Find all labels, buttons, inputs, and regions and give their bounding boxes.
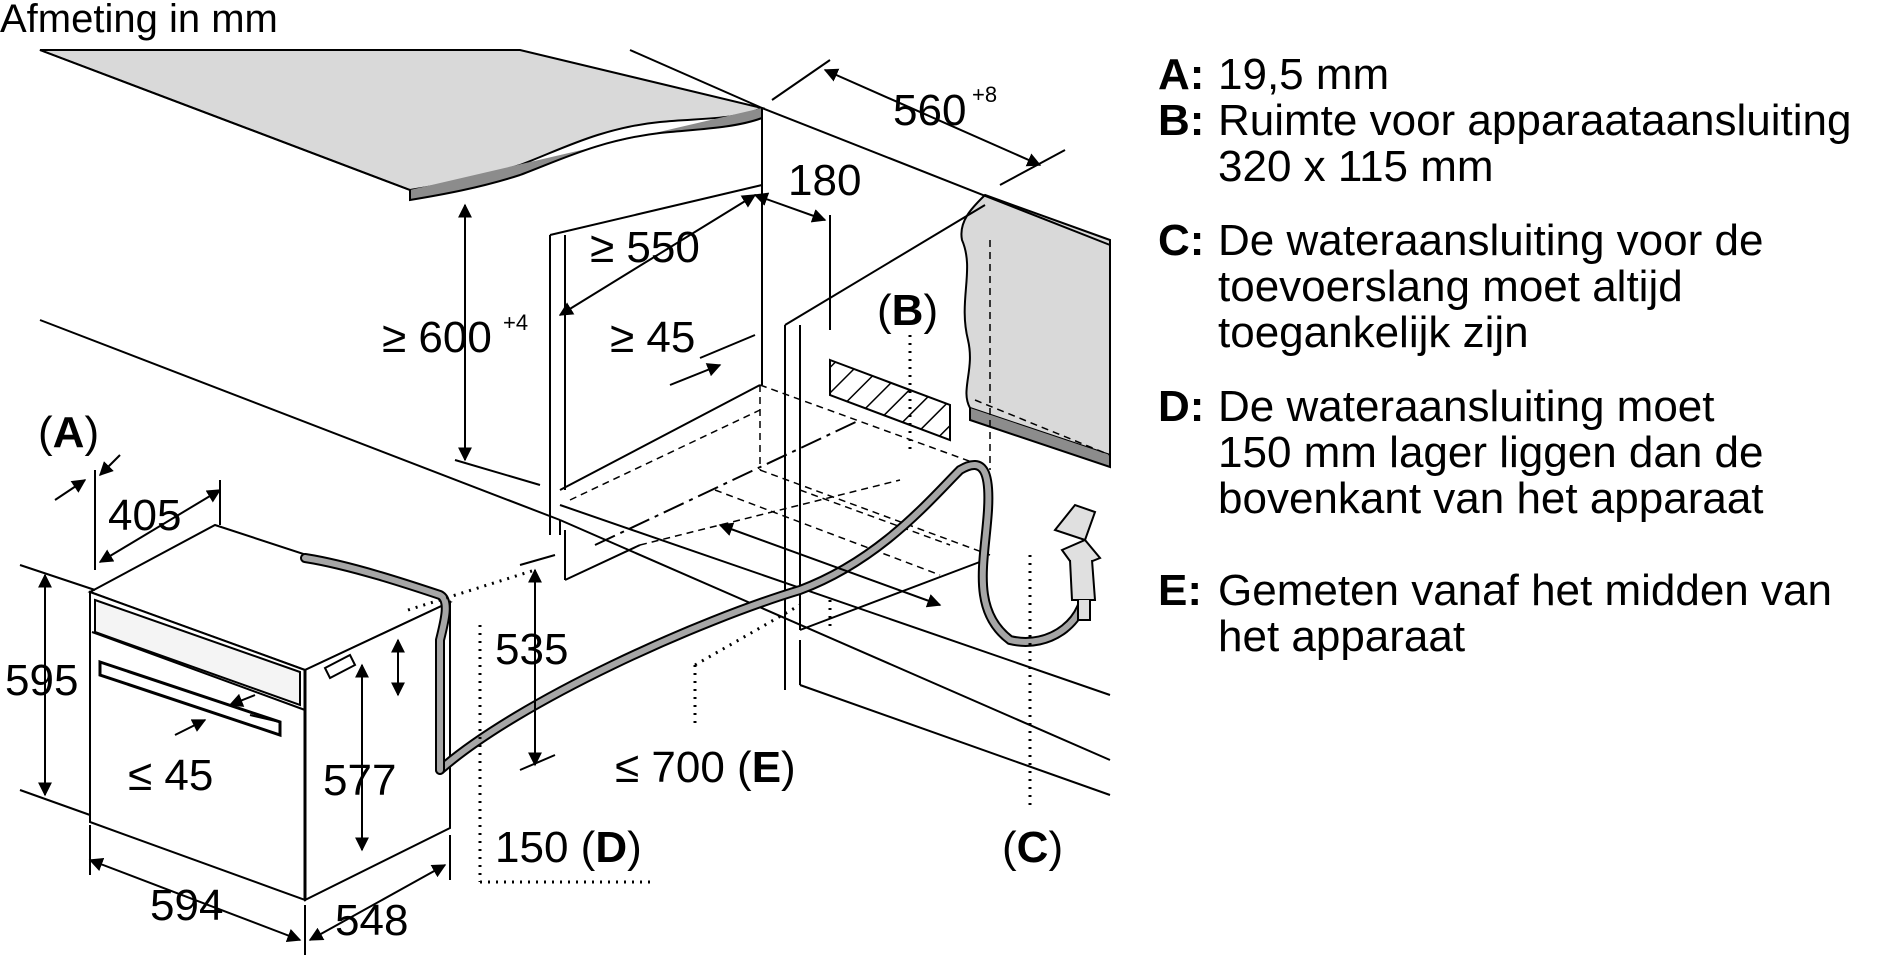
dim-180: 180 xyxy=(788,156,861,205)
label-b: (B) xyxy=(877,286,938,335)
dim-577: 577 xyxy=(323,756,396,805)
legend-line: 19,5 mm xyxy=(1218,50,1390,99)
legend-item-e: E: Gemeten vanaf het midden van het appa… xyxy=(1158,568,1893,660)
legend-line: bovenkant van het apparaat xyxy=(1218,474,1764,523)
legend-line: het apparaat xyxy=(1218,612,1466,661)
dim-548: 548 xyxy=(335,896,408,945)
legend-key: A: xyxy=(1158,50,1205,99)
legend-key: B: xyxy=(1158,96,1205,145)
legend-key: D: xyxy=(1158,382,1205,431)
cabinet-structure xyxy=(39,49,1111,796)
legend-line: toegankelijk zijn xyxy=(1218,308,1529,357)
dim-max-700-e: ≤ 700 (E) xyxy=(615,743,796,792)
legend-item-b: B: Ruimte voor apparaataansluiting 320 x… xyxy=(1158,98,1893,190)
legend-line: 320 x 115 mm xyxy=(1218,142,1494,191)
legend-line: Ruimte voor apparaataansluiting xyxy=(1218,96,1852,145)
dimension-labels: 560 +8 180 ≥ 550 ≥ 600 +4 ≥ 45 (A) 405 5… xyxy=(5,82,1063,945)
countertop-right xyxy=(960,193,1111,469)
dim-max-45-door: ≤ 45 xyxy=(128,751,213,800)
dim-min-600-sup: +4 xyxy=(503,310,528,335)
dotted-reference-lines xyxy=(407,335,1032,884)
dim-560-sup: +8 xyxy=(972,82,997,107)
legend-line: toevoerslang moet altijd xyxy=(1218,262,1683,311)
legend-line: De wateraansluiting moet xyxy=(1218,382,1715,431)
dim-405: 405 xyxy=(108,491,181,540)
connection-space-b xyxy=(829,358,951,442)
dim-595: 595 xyxy=(5,656,78,705)
label-c: (C) xyxy=(1002,823,1063,872)
dim-150-d: 150 (D) xyxy=(495,823,642,872)
diagram-title: Afmeting in mm xyxy=(0,0,278,41)
dim-min-45-top: ≥ 45 xyxy=(610,313,695,362)
label-a: (A) xyxy=(38,408,99,457)
dim-560: 560 xyxy=(893,86,966,135)
dim-min-550: ≥ 550 xyxy=(590,223,700,272)
dim-min-600: ≥ 600 xyxy=(382,313,492,362)
legend-line: Gemeten vanaf het midden van xyxy=(1218,566,1832,615)
water-hose xyxy=(300,460,1091,775)
legend-line: De wateraansluiting voor de xyxy=(1218,216,1764,265)
countertop-left xyxy=(39,49,766,202)
water-tap-icon xyxy=(1053,503,1102,621)
legend-item-a: A: 19,5 mm xyxy=(1158,52,1893,98)
center-line xyxy=(594,419,861,546)
legend-item-d: D: De wateraansluiting moet 150 mm lager… xyxy=(1158,384,1893,522)
legend-line: 150 mm lager liggen dan de xyxy=(1218,428,1764,477)
legend: A: 19,5 mm B: Ruimte voor apparaataanslu… xyxy=(1158,52,1893,660)
legend-key: C: xyxy=(1158,216,1205,265)
dim-594: 594 xyxy=(150,881,223,930)
legend-item-c: C: De wateraansluiting voor de toevoersl… xyxy=(1158,218,1893,356)
dim-535: 535 xyxy=(495,625,568,674)
legend-key: E: xyxy=(1158,566,1202,615)
dimension-lines xyxy=(19,59,1066,955)
